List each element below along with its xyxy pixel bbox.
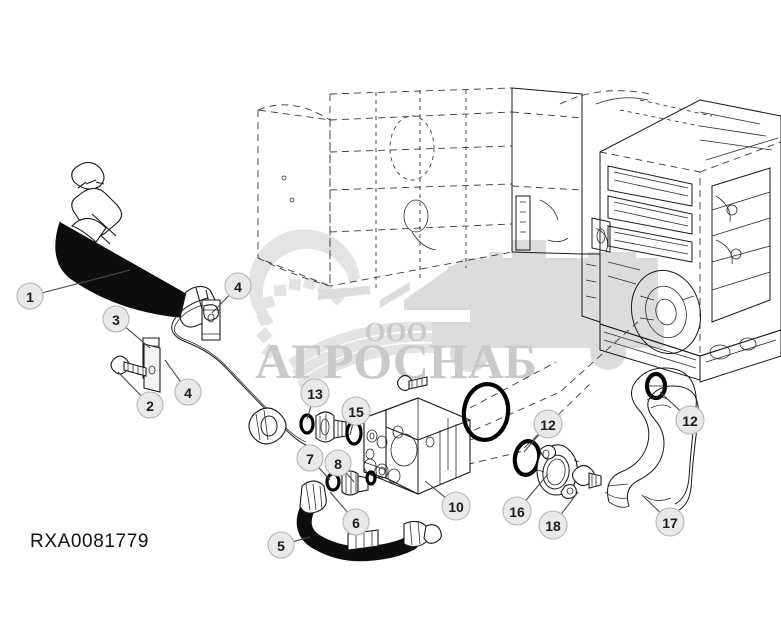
callout-16[interactable]: 16 (502, 473, 549, 526)
callout-number: 10 (448, 499, 464, 515)
callout-leader (641, 494, 661, 513)
callout-number: 7 (306, 451, 314, 467)
callout-12[interactable]: 12 (659, 391, 705, 435)
part-o-ring-12a (461, 382, 511, 442)
callout-4[interactable]: 4 (211, 272, 252, 314)
callout-bubble[interactable] (342, 508, 370, 536)
callout-bubble[interactable] (538, 510, 568, 540)
callout-leader (164, 359, 181, 382)
callout-number: 17 (662, 515, 678, 531)
callout-bubble[interactable] (441, 491, 471, 521)
callout-number: 6 (352, 515, 360, 531)
callout-number: 5 (277, 538, 285, 554)
callout-number: 3 (112, 312, 120, 328)
callout-bubble[interactable] (655, 507, 685, 537)
callout-bubble[interactable] (502, 496, 532, 526)
callout-number: 18 (545, 518, 561, 534)
part-o-ring-13 (299, 413, 315, 435)
callout-leader (424, 480, 446, 498)
part-hydraulic-hose-upper (55, 161, 219, 328)
callout-leader (117, 371, 142, 397)
callout-bubble[interactable] (174, 378, 202, 406)
part-cap-screw (110, 355, 147, 377)
callout-8[interactable]: 8 (324, 449, 355, 483)
callout-leader (293, 536, 311, 543)
callout-number: 15 (348, 404, 364, 420)
callout-leader (525, 473, 549, 501)
callout-number: 12 (540, 417, 556, 433)
callout-bubble[interactable] (296, 444, 324, 472)
callout-number: 4 (234, 279, 242, 295)
callout-leader (125, 327, 151, 349)
callout-bubble[interactable] (224, 272, 252, 300)
callout-1[interactable]: 1 (16, 269, 131, 310)
callout-15[interactable]: 15 (341, 396, 371, 436)
callout-bubble[interactable] (16, 282, 44, 310)
watermark-name: АГРОСНАБ (255, 333, 537, 389)
part-number-label: RXA0081779 (30, 531, 150, 552)
callout-leader (329, 491, 348, 513)
callout-leader (523, 434, 540, 453)
callout-4[interactable]: 4 (164, 359, 202, 406)
watermark-ooo: ООО (364, 317, 427, 347)
callout-number: 1 (26, 289, 34, 305)
callout-leader (318, 467, 331, 481)
callout-18[interactable]: 18 (538, 491, 579, 540)
machine-body-right (559, 90, 781, 383)
part-fitting-center (315, 411, 347, 443)
gear-icon (248, 229, 436, 391)
callout-bubble[interactable] (341, 396, 371, 426)
callout-number: 2 (146, 398, 154, 414)
callout-10[interactable]: 10 (424, 480, 471, 521)
part-hydraulic-hose-lower (296, 480, 442, 562)
callout-leader (561, 491, 579, 515)
part-bolt-top (396, 374, 428, 392)
callout-bubble[interactable] (300, 378, 330, 408)
callout-12[interactable]: 12 (523, 409, 563, 453)
callout-leader (42, 269, 131, 294)
callout-bubble[interactable] (267, 531, 295, 559)
callout-13[interactable]: 13 (300, 378, 330, 420)
part-bolt-18 (571, 464, 602, 489)
callout-number: 13 (307, 386, 323, 402)
callout-number: 8 (334, 456, 342, 472)
callout-number: 4 (184, 385, 192, 401)
callout-3[interactable]: 3 (102, 305, 151, 349)
part-coolant-hose (604, 367, 700, 511)
callout-leader (345, 472, 355, 483)
callout-number: 12 (682, 413, 698, 429)
part-connector-fitting (341, 470, 369, 496)
callout-bubble[interactable] (324, 449, 352, 477)
callout-leader (306, 406, 312, 420)
callout-bubble[interactable] (136, 391, 164, 419)
part-flange-clamp (536, 444, 580, 499)
part-o-ring-6 (365, 470, 377, 486)
callout-bubble[interactable] (533, 409, 563, 439)
callout-bubble[interactable] (675, 405, 705, 435)
callout-number: 16 (509, 504, 525, 520)
callout-2[interactable]: 2 (117, 371, 164, 419)
callout-6[interactable]: 6 (329, 491, 370, 536)
callout-leader (349, 424, 354, 436)
callout-5[interactable]: 5 (267, 531, 311, 559)
callout-bubble[interactable] (102, 305, 130, 333)
callout-17[interactable]: 17 (641, 494, 685, 537)
callout-7[interactable]: 7 (296, 444, 331, 481)
callout-leader (211, 294, 230, 314)
part-o-ring-12b (644, 371, 668, 401)
callout-leader (659, 391, 681, 411)
part-metal-tube-run (171, 297, 309, 447)
